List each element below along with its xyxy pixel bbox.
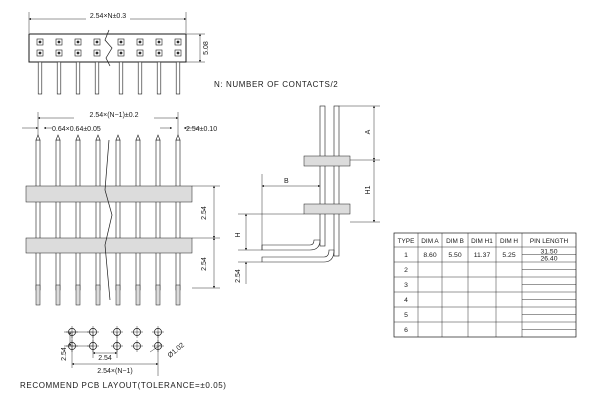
top-pin-center	[95, 51, 99, 55]
top-pin-center	[138, 51, 142, 55]
side-a-label: A	[365, 129, 372, 134]
front-pin-row	[35, 134, 181, 306]
front-pin	[155, 139, 161, 291]
spec-table: TYPE DIM A DIM B DIM H1 DIM H PIN LENGTH 1 8.60…	[393, 232, 577, 338]
row-pitch-dim-2: 2.54	[201, 257, 208, 271]
pcb-hole-dim: Ø1.02	[167, 342, 186, 360]
top-pin-grid	[36, 38, 182, 95]
front-pitch-right-dim: 2.54±0.10	[186, 126, 217, 133]
top-pin-center	[119, 51, 123, 55]
front-pin	[175, 139, 181, 291]
front-pin	[135, 139, 141, 291]
top-width-dim: 2.54×N±0.3	[90, 13, 126, 20]
table-header: DIM B	[446, 238, 464, 245]
top-pin-center	[119, 40, 123, 44]
top-pin-center	[138, 40, 142, 44]
row-pitch-dim: 2.54	[201, 206, 208, 220]
side-housing-lower	[303, 203, 351, 215]
top-pin-center	[76, 51, 80, 55]
top-pin-center	[157, 51, 161, 55]
top-housing	[28, 33, 187, 63]
front-pin-tip	[175, 134, 181, 141]
table-header: DIM A	[421, 238, 439, 245]
top-pin-center	[176, 40, 180, 44]
pin-length-bottom: 26.40	[540, 256, 557, 263]
front-pin-tail	[55, 284, 61, 306]
front-pin-tip	[135, 134, 141, 141]
front-pin-tip	[155, 134, 161, 141]
front-pin-tail	[95, 284, 101, 306]
front-pin-tail	[175, 284, 181, 306]
front-pin-tip	[35, 134, 41, 141]
front-pin	[115, 139, 121, 291]
side-b-label: B	[284, 178, 289, 185]
front-pin-tip	[55, 134, 61, 141]
table-cell: 4	[404, 297, 408, 304]
front-view: 2.54×(N−1)±0.2 0.64×0.64±0.05 2.54±0.10 …	[22, 110, 220, 306]
pcb-pitch-y-dim: 2.54	[61, 347, 68, 361]
top-pin-lead	[37, 61, 43, 95]
pcb-hole-grid	[66, 326, 164, 352]
front-pin-tip	[75, 134, 81, 141]
table-cell: 8.60	[423, 252, 436, 259]
front-pin	[75, 139, 81, 291]
side-h-label: H	[235, 232, 242, 237]
top-pin-center	[176, 51, 180, 55]
pcb-layout: 2.54 2.54×(N−1) 2.54 Ø1.02	[61, 326, 186, 376]
front-width-dim: 2.54×(N−1)±0.2	[90, 112, 139, 119]
top-pin-center	[95, 40, 99, 44]
table-cell: 3	[404, 282, 408, 289]
top-height-dim: 5.08	[203, 41, 210, 55]
front-pin-tip	[115, 134, 121, 141]
table-header: DIM H	[500, 238, 518, 245]
front-pin	[55, 139, 61, 291]
front-housing-upper	[25, 185, 193, 203]
top-pin-lead	[94, 61, 100, 95]
side-h1-label: H1	[365, 185, 372, 194]
table-header: TYPE	[398, 238, 415, 245]
front-housing-lower	[25, 237, 193, 254]
front-pin-tail	[155, 284, 161, 306]
top-pin-center	[57, 51, 61, 55]
side-housing-upper	[303, 155, 351, 167]
table-cell: 6	[404, 327, 408, 334]
recommend-note: RECOMMEND PCB LAYOUT(TOLERANCE=±0.05)	[20, 381, 227, 390]
top-pin-lead	[137, 61, 143, 95]
top-pin-lead	[75, 61, 81, 95]
top-pin-lead	[156, 61, 162, 95]
table-cell: 11.37	[474, 252, 491, 259]
top-pin-center	[76, 40, 80, 44]
table-cell: 5	[404, 312, 408, 319]
table-cell: 5.50	[448, 252, 461, 259]
top-pin-center	[57, 40, 61, 44]
table-cell: 5.25	[502, 252, 515, 259]
front-pin-tail	[75, 284, 81, 306]
side-pitch-dim: 2.54	[235, 269, 242, 283]
table-border	[393, 232, 577, 338]
pin-length-top: 31.50	[540, 249, 557, 256]
table-cell: 2	[404, 267, 408, 274]
pcb-pitch-x-dim: 2.54	[98, 355, 112, 362]
front-pin	[95, 139, 101, 291]
side-view: A H1 B H 2.54	[235, 105, 380, 284]
table-header: DIM H1	[471, 238, 493, 245]
pcb-total-dim: 2.54×(N−1)	[97, 368, 132, 375]
top-pin-center	[157, 40, 161, 44]
front-pin-tail	[135, 284, 141, 306]
top-pin-lead	[175, 61, 181, 95]
top-pin-lead	[118, 61, 124, 95]
contacts-note: N: NUMBER OF CONTACTS/2	[214, 80, 338, 89]
front-pin	[35, 139, 41, 291]
top-pin-center	[38, 40, 42, 44]
top-pin-center	[38, 51, 42, 55]
top-view: 2.54×N±0.3 5.08	[28, 11, 210, 95]
table-cell: 1	[404, 252, 408, 259]
front-pin-tail	[115, 284, 121, 306]
top-pin-lead	[56, 61, 62, 95]
front-pin-tip	[95, 134, 101, 141]
table-header: PIN LENGTH	[530, 238, 569, 245]
front-pitch-dim: 0.64×0.64±0.05	[52, 126, 101, 133]
front-pin-tail	[35, 284, 41, 306]
